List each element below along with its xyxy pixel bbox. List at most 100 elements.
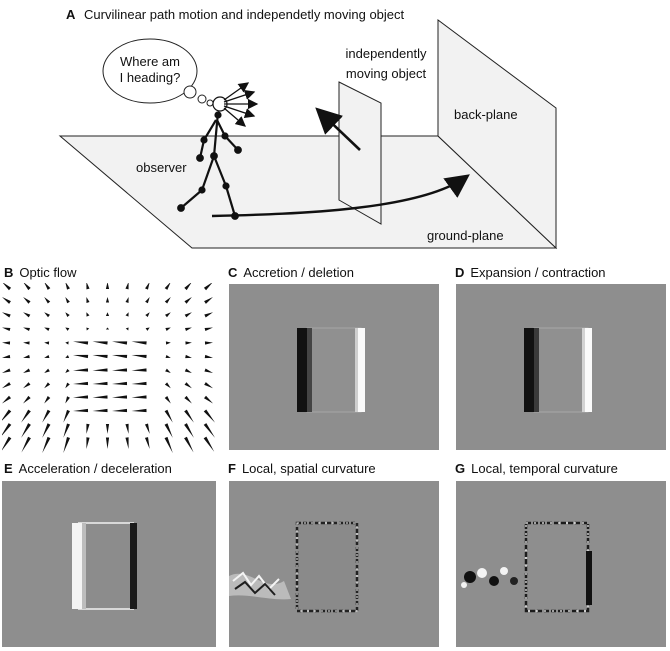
flow-vector bbox=[165, 327, 171, 331]
flow-vector bbox=[204, 354, 213, 359]
flow-vector bbox=[44, 312, 50, 318]
flow-vector bbox=[2, 327, 11, 332]
flow-vector bbox=[204, 341, 213, 345]
flow-vector bbox=[21, 423, 31, 438]
flow-vector bbox=[164, 409, 173, 423]
observer-path-arrow bbox=[211, 174, 470, 218]
flow-vector bbox=[65, 355, 70, 358]
flow-vector bbox=[86, 423, 90, 434]
flow-vector bbox=[144, 423, 150, 434]
flow-vector bbox=[2, 341, 11, 345]
flow-vector bbox=[145, 283, 150, 290]
flow-vector bbox=[204, 382, 213, 389]
flow-vector bbox=[63, 423, 70, 438]
object-label-line2: moving object bbox=[346, 66, 427, 81]
flow-vector bbox=[203, 395, 213, 404]
flow-vector bbox=[164, 396, 171, 404]
panel-f-letter: F bbox=[228, 461, 236, 476]
flow-vector bbox=[73, 368, 89, 372]
flow-vector bbox=[165, 354, 171, 359]
flow-vector bbox=[86, 327, 90, 331]
thought-bubble bbox=[102, 38, 198, 104]
flow-vector bbox=[203, 409, 215, 423]
flow-vector bbox=[23, 382, 31, 389]
flow-vector bbox=[86, 437, 90, 450]
flow-vector bbox=[145, 297, 150, 304]
flow-vector bbox=[185, 341, 192, 345]
flow-vector bbox=[2, 382, 11, 389]
flow-vector bbox=[73, 395, 89, 399]
flow-vector bbox=[131, 408, 147, 413]
flow-vector bbox=[184, 395, 192, 404]
flow-vector bbox=[131, 395, 147, 399]
flow-vector bbox=[2, 283, 12, 291]
flow-vector bbox=[105, 297, 110, 303]
panel-c-title: Accretion / deletion bbox=[243, 265, 354, 280]
flow-vector bbox=[185, 354, 192, 359]
flow-vector bbox=[23, 297, 31, 304]
flow-vector bbox=[164, 297, 171, 304]
panel-c-label: C Accretion / deletion bbox=[228, 265, 354, 280]
thought-dot bbox=[206, 99, 214, 107]
thought-dot bbox=[197, 94, 207, 104]
flow-vector bbox=[42, 436, 51, 453]
flow-vector bbox=[86, 312, 90, 317]
back-plane-label: back-plane bbox=[454, 107, 518, 122]
flow-vector bbox=[184, 382, 192, 389]
flow-vector bbox=[63, 409, 70, 423]
flow-vector bbox=[184, 283, 192, 291]
flow-vector bbox=[112, 381, 128, 386]
flow-vector bbox=[21, 436, 31, 453]
flow-vector bbox=[92, 354, 108, 359]
flow-vector bbox=[42, 409, 51, 423]
flow-vector bbox=[105, 424, 110, 434]
flow-vector bbox=[112, 368, 128, 372]
flow-vector bbox=[184, 423, 194, 438]
flow-vector bbox=[65, 312, 70, 318]
flow-vector bbox=[164, 382, 171, 389]
flow-vector bbox=[63, 436, 71, 453]
flow-vector bbox=[105, 312, 110, 316]
thought-text-line2: I heading? bbox=[120, 70, 181, 85]
flow-vector bbox=[92, 408, 108, 413]
flow-vector bbox=[125, 312, 129, 317]
flow-vector bbox=[131, 341, 147, 345]
flow-vector bbox=[184, 368, 192, 374]
flow-vector bbox=[105, 437, 110, 450]
flow-vector bbox=[44, 354, 50, 359]
flow-vector bbox=[92, 341, 108, 345]
flow-vector bbox=[65, 382, 70, 389]
flow-vector bbox=[164, 283, 171, 290]
observer-label: observer bbox=[136, 160, 187, 175]
flow-vector bbox=[165, 312, 171, 318]
panel-b-letter: B bbox=[4, 265, 14, 280]
flow-vector bbox=[105, 283, 110, 289]
flow-vector bbox=[204, 297, 213, 304]
flow-vector bbox=[131, 381, 147, 386]
flow-vector bbox=[2, 409, 12, 421]
flow-vector bbox=[131, 354, 147, 359]
panel-a-title: Curvilinear path motion and independetly… bbox=[84, 7, 405, 22]
flow-vector bbox=[125, 423, 129, 434]
flow-vector bbox=[105, 327, 110, 330]
flow-vector bbox=[44, 396, 51, 404]
expansion-contraction-image bbox=[456, 284, 666, 450]
flow-vector bbox=[131, 368, 147, 372]
panel-c-letter: C bbox=[228, 265, 238, 280]
flow-vector bbox=[164, 423, 173, 438]
flow-vector bbox=[73, 341, 89, 345]
panel-d-letter: D bbox=[455, 265, 465, 280]
flow-vector bbox=[112, 341, 128, 345]
thought-dot bbox=[183, 85, 197, 99]
flow-vector bbox=[204, 327, 213, 332]
flow-vector bbox=[23, 395, 31, 404]
flow-vector bbox=[44, 327, 50, 331]
flow-vector bbox=[2, 395, 12, 404]
observer-figure bbox=[177, 96, 242, 220]
flow-vector bbox=[44, 368, 50, 374]
flow-vector bbox=[23, 354, 30, 359]
flow-vector bbox=[42, 423, 51, 438]
